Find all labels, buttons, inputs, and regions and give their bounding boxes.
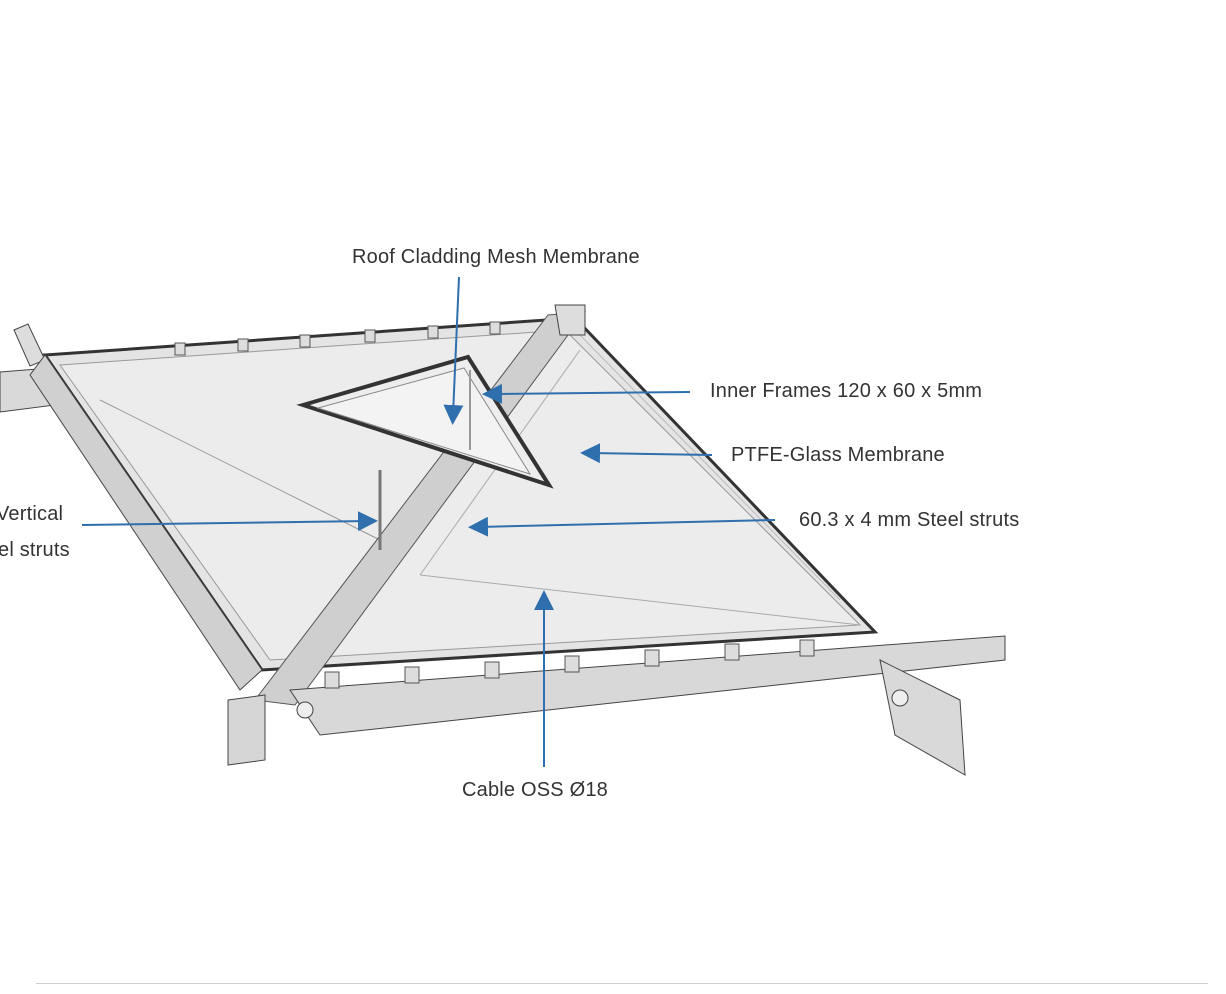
label-roof-cladding: Roof Cladding Mesh Membrane [352,246,640,268]
bottom-divider [36,983,1208,984]
bottom-beam [289,635,1006,776]
arrow-inner-frames [482,383,691,404]
label-vertical-struts-line2: el struts [0,539,70,561]
label-steel-struts: 60.3 x 4 mm Steel struts [799,509,1020,531]
label-vertical-struts-line1: Vertical [0,503,64,525]
arrow-roof-cladding [443,276,464,425]
callout-arrows [81,276,776,767]
label-inner-frames: Inner Frames 120 x 60 x 5mm [710,380,983,402]
arrow-steel-struts [468,516,776,537]
arrow-ptfe [580,443,713,464]
label-cable: Cable OSS Ø18 [462,779,609,801]
outer-frame [29,316,879,691]
label-ptfe-membrane: PTFE-Glass Membrane [731,444,945,466]
arrow-vertical-struts [81,511,378,532]
edge-clamps [174,321,815,689]
